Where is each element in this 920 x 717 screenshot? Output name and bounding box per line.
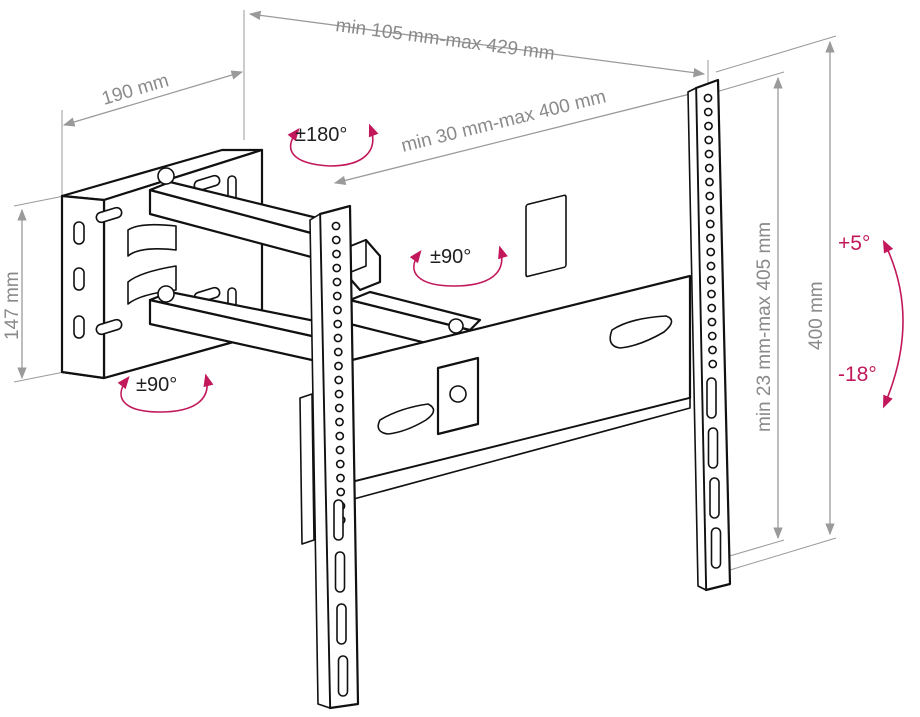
left-plate-hole [335, 417, 344, 427]
left-plate-slot [333, 499, 344, 541]
right-plate-slot [710, 527, 722, 569]
right-plate-hole [705, 219, 715, 229]
right-plate-hole [704, 121, 713, 131]
rotation-top: ±180° [287, 123, 379, 167]
right-plate-slot [709, 477, 720, 519]
left-plate-hole [335, 459, 345, 469]
right-plate-hole [706, 275, 716, 285]
right-plate-slot [706, 377, 717, 419]
left-plate-hole [332, 249, 341, 259]
rotation-middle-label: ±90° [430, 246, 471, 268]
left-plate-slot [337, 655, 349, 697]
right-plate-hole [706, 261, 716, 271]
right-plate-hole [707, 303, 717, 313]
right-plate-hole [707, 331, 717, 341]
plate-height-label: 400 mm [806, 281, 827, 350]
right-plate-hole [705, 205, 715, 215]
horizontal-rail [342, 194, 692, 501]
left-plate-hole [334, 389, 344, 399]
rotation-bottom-label: ±90° [136, 374, 177, 396]
tilt-up-label: +5° [838, 232, 870, 255]
vesa-vertical-label: min 23 mm-max 405 mm [754, 222, 775, 432]
right-plate-hole [706, 233, 715, 243]
left-plate-hole [333, 347, 343, 357]
plate-holes [331, 93, 722, 697]
right-plate-hole [705, 177, 714, 187]
right-plate-hole [708, 345, 717, 355]
swing-arms [148, 167, 482, 366]
tilt-indicator: +5° -18° [838, 232, 904, 409]
rotation-bottom: ±90° [117, 373, 214, 413]
right-plate-hole [707, 317, 717, 327]
wall-plate-height-label: 147 mm [2, 271, 23, 340]
left-plate-hole [335, 431, 345, 441]
right-plate-hole [704, 163, 714, 173]
right-plate-hole [708, 359, 718, 369]
left-plate-hole [336, 487, 346, 497]
dimension-plate-height: 400 mm [715, 35, 837, 571]
left-plate-hole [332, 277, 342, 287]
right-plate-hole [703, 107, 713, 117]
overall-extension-label: min 105 mm-max 429 mm [334, 15, 556, 65]
right-plate-hole [706, 247, 716, 257]
left-plate-slot [336, 603, 347, 645]
dimension-wall-plate-height: 147 mm [2, 195, 65, 383]
left-plate-hole [331, 235, 341, 245]
rotation-middle: ±90° [409, 245, 508, 287]
left-plate-hole [334, 403, 344, 413]
left-plate-hole [332, 263, 342, 273]
right-plate-slot [707, 427, 719, 469]
left-plate-hole [333, 319, 343, 329]
left-plate-hole [333, 333, 343, 343]
left-plate-hole [334, 375, 344, 385]
right-plate-hole [704, 135, 714, 145]
left-plate-hole [334, 361, 343, 371]
right-plate-hole [705, 191, 715, 201]
dimension-arm-extension: min 30 mm-max 400 mm [333, 86, 708, 185]
rotation-top-label: ±180° [295, 124, 347, 146]
left-plate-hole [336, 473, 345, 483]
left-plate-hole [332, 291, 342, 301]
right-plate-hole [707, 289, 716, 299]
arm-extension-label: min 30 mm-max 400 mm [399, 86, 608, 157]
left-plate-hole [335, 445, 345, 455]
left-plate-slot [334, 551, 346, 593]
vertical-plate-left [299, 204, 360, 710]
left-plate-hole [333, 305, 342, 315]
dimension-vesa-vertical: min 23 mm-max 405 mm [715, 71, 785, 561]
right-plate-hole [704, 149, 714, 159]
left-plate-hole [331, 221, 341, 231]
right-plate-hole [703, 93, 713, 103]
tilt-down-label: -18° [838, 363, 877, 386]
